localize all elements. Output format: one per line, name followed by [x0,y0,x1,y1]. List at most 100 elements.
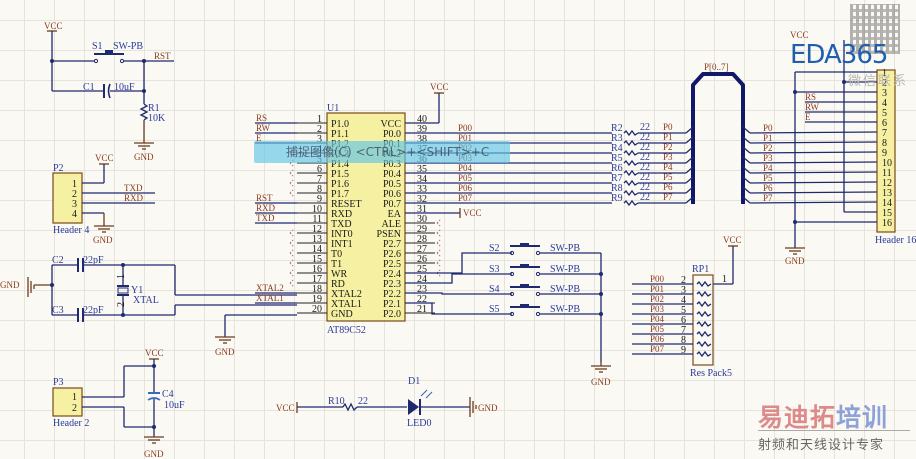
u1-pin-name: P2.0 [383,309,401,320]
u1-pin-number: 24 [417,274,427,285]
u1-pin-name: INT0 [331,229,353,240]
switch-button [520,243,529,247]
u1-pin-number: 17 [312,274,322,285]
no-connect-marker [289,238,295,248]
switch-contact [509,250,515,256]
series-resistor-value: 22 [640,182,650,193]
led-arrow [420,389,428,397]
bus-entry [685,166,694,174]
s1-ref: S1 [92,41,103,52]
u1-pin-name: P2.1 [383,299,401,310]
bus-entry [685,196,694,204]
bus-net-label: P6 [663,182,673,192]
switch-contact [535,291,541,297]
bus-net-label: P1 [663,132,673,142]
series-resistor [623,139,639,147]
c1-ref: C1 [83,82,95,93]
c4-plate-curved [147,397,161,401]
switch-contact [535,311,541,317]
y1-ref: Y1 [131,285,143,296]
p2-pin-4: 4 [72,209,77,220]
u1-left-pins: 1P1.0RS2P1.1RW3P1.2E4P1.35P1.46P1.57P1.6… [255,113,362,320]
series-resistor-ref: R6 [611,163,623,174]
u1-pin-number: 18 [312,284,322,295]
rp1-pin-number: 7 [681,325,686,336]
p2-ref: P2 [53,163,64,174]
u1-pin-name: P0.6 [383,189,401,200]
lcd-header-pin-number: 15 [882,208,892,219]
u1-pin-name: T1 [331,259,342,270]
u1-pin-name: RXD [331,209,352,220]
wire [405,273,512,284]
brand-watermark: 易迪拓培训 [758,398,888,434]
rp1-pin-number: 3 [681,285,686,296]
bus-net-label: P3 [763,153,773,163]
p0-net-label: P01 [458,133,472,143]
u1-pin-name: PSEN [377,229,401,240]
u1-pin-number: 19 [312,294,322,305]
u1-pin-number: 29 [417,224,427,235]
u1-pin-name: RESET [331,199,362,210]
c2-ref: C2 [52,255,64,266]
rp1-resistor-element [696,300,712,308]
lcd-header-pin-number: 14 [882,198,892,209]
u1-pin-name: P2.7 [383,239,401,250]
wire [405,302,512,315]
rst-net-label: RST [154,51,171,61]
series-resistor-ref: R7 [611,173,623,184]
u1-pin-name: P2.5 [383,259,401,270]
lcd-header-pin-number: 6 [882,118,887,129]
p3-pin-1: 1 [72,392,77,403]
no-connect-marker [436,218,442,228]
bus-entry [685,176,694,184]
p3-body [52,387,83,417]
u1-pin-number: 35 [417,164,427,175]
wire-lcd-data [749,201,878,204]
rp1-resistor-element [696,350,712,358]
u1-pin-number: 27 [417,244,427,255]
bus-net-label: P4 [663,162,673,172]
vcc-label: VCC [276,403,295,413]
u1-pin-name: P1.1 [331,129,349,140]
p2-pin-3: 3 [72,199,77,210]
bus-net-label: P7 [663,192,673,202]
vcc-label: VCC [463,208,482,218]
rp1-common-pin: 1 [722,274,727,285]
y1-pin-2: 2 [116,302,127,307]
vcc-label: VCC [145,348,164,358]
bus-net-label: P1 [763,133,773,143]
r1-value: 10K [148,113,166,124]
rp1-ref: RP1 [692,264,709,275]
u1-pin-number: 8 [317,184,322,195]
no-connect-marker [289,258,295,268]
gnd-symbol [469,397,477,417]
u1-pin-name: P1.7 [331,189,349,200]
u1-pin-name: P0.3 [383,159,401,170]
gnd-label: GND [785,256,805,266]
bus-net-label: P7 [763,193,773,203]
u1-pin-number: 22 [417,294,427,305]
p0-net-label: P05 [458,173,473,183]
series-resistor-value: 22 [640,132,650,143]
u1-pin-name: GND [331,309,353,320]
u1-pin-name: P0.7 [383,199,401,210]
rp1-resistor-element [696,330,712,338]
p0-net-label: P06 [458,183,473,193]
junction [599,272,603,276]
series-resistor-value: 22 [640,122,650,133]
txd-net-label: TXD [124,183,143,193]
capture-tooltip: 捕捉图像(C) <CTRL>+<SHIFT>+C [254,141,510,163]
junction [599,312,603,316]
d1-led-triangle [408,399,419,415]
gnd-symbol [785,247,805,255]
gnd-symbol-left [27,277,35,297]
u1-pin-number: 32 [417,194,427,205]
rw-net-label: RW [805,102,820,112]
rp1-net-label: P00 [650,274,665,284]
bus-entry [742,146,751,154]
u1-pin-number: 23 [417,284,427,295]
p0-net-label: P07 [458,193,473,203]
